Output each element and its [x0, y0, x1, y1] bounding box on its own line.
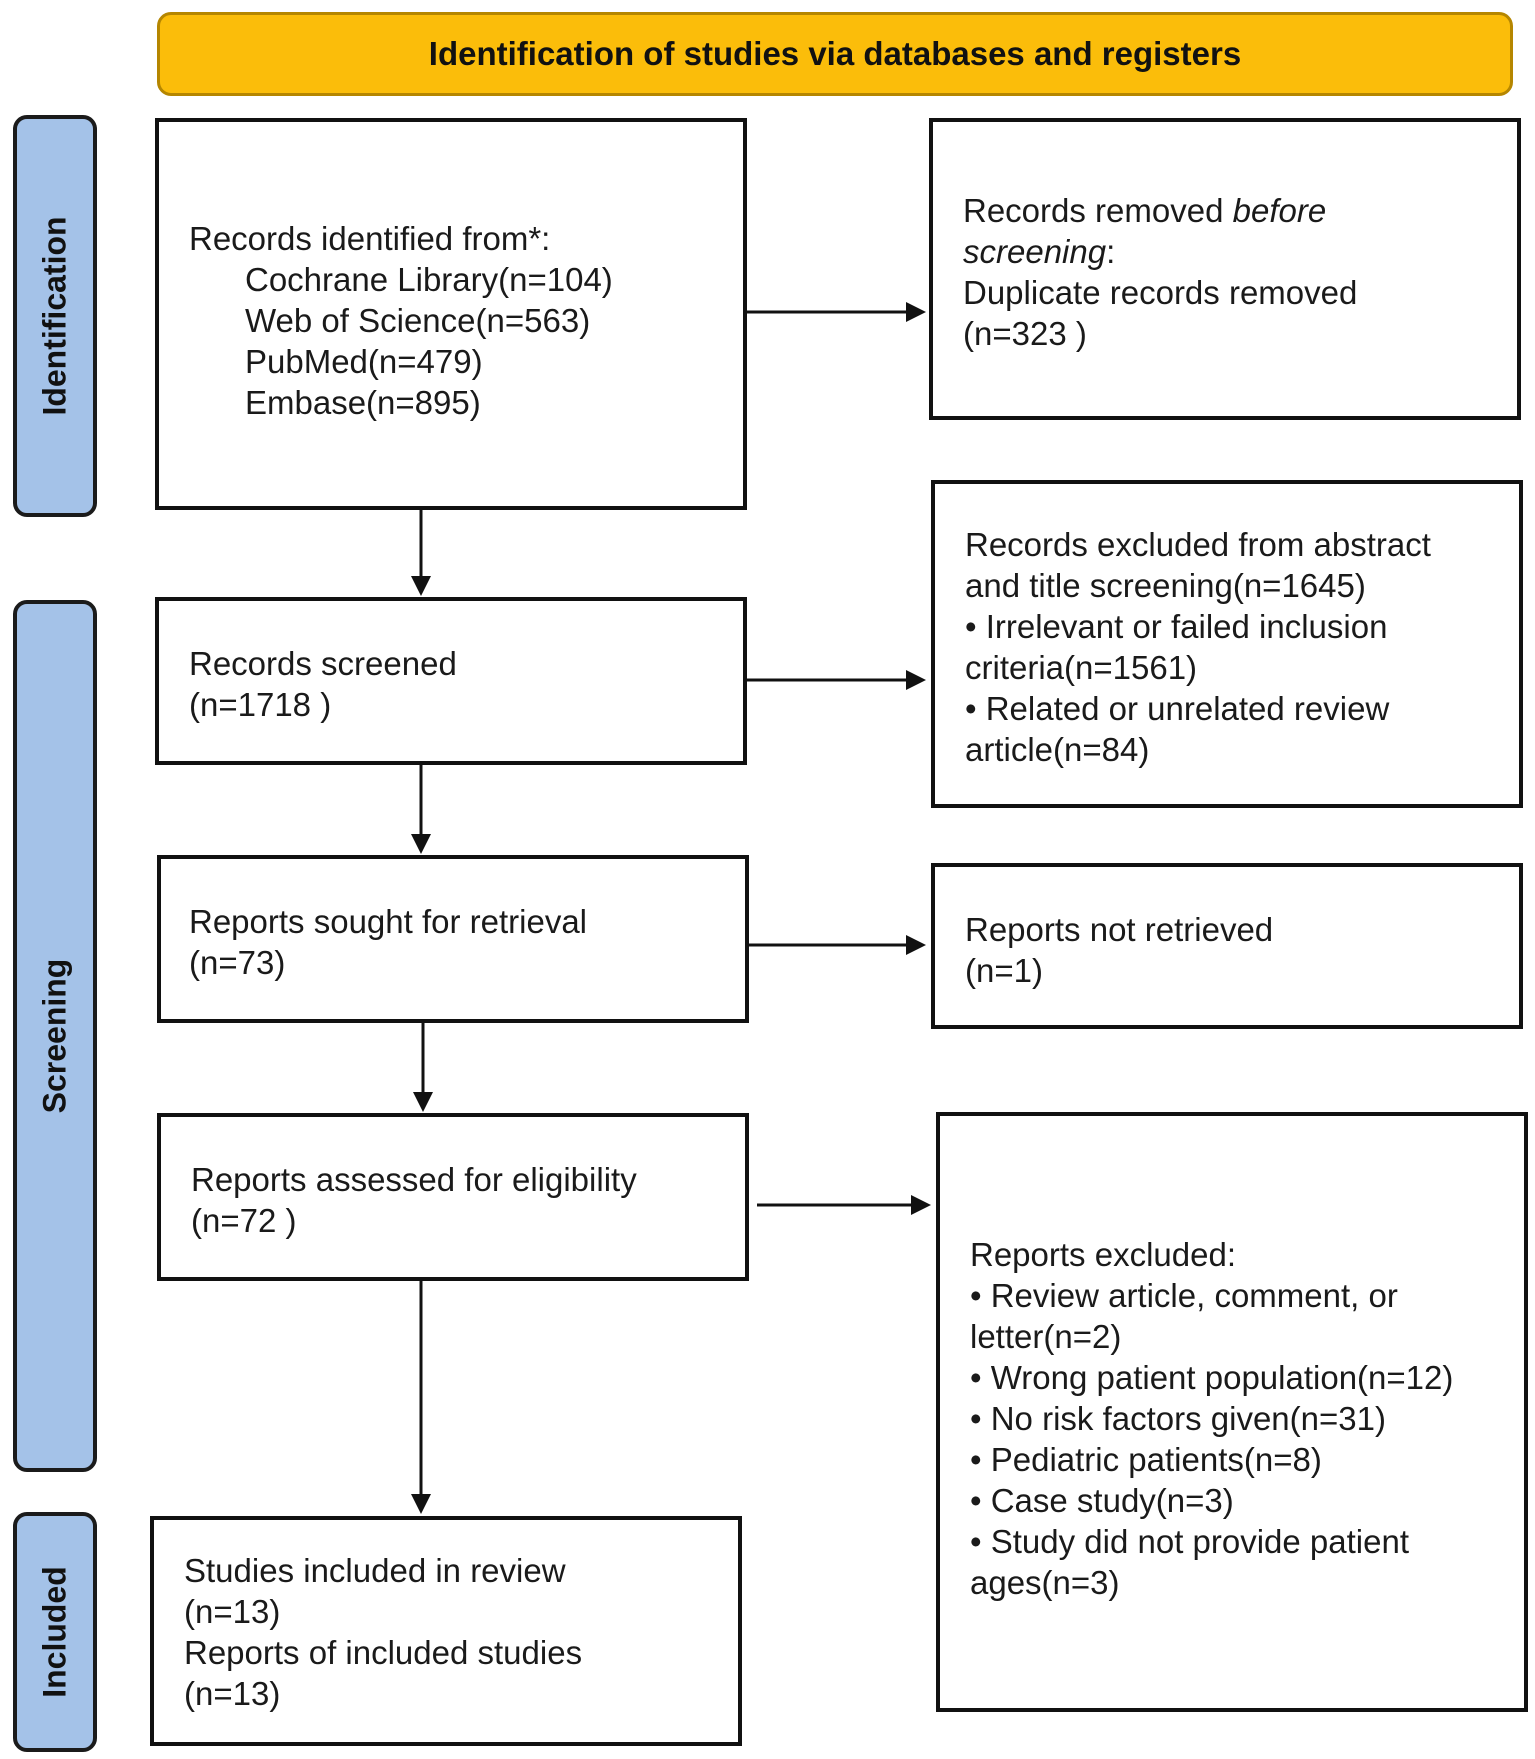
arrowhead-identified-to-removed [906, 302, 926, 322]
reports-excluded-line: letter(n=2) [970, 1318, 1122, 1355]
records-removed-screening: screening [963, 233, 1107, 270]
records-removed-prefix: Records removed [963, 192, 1233, 229]
reports-excluded-line: • Wrong patient population(n=12) [970, 1359, 1454, 1396]
records-screened-label: Records screened [189, 645, 457, 682]
reports-assessed-label: Reports assessed for eligibility [191, 1161, 637, 1198]
records-removed-heading-2: screening: [963, 231, 1517, 272]
records-removed-before: before [1232, 192, 1327, 229]
records-screened-box: Records screened (n=1718 ) [155, 597, 747, 765]
source-embase: Embase(n=895) [245, 384, 481, 421]
records-excluded-line: and title screening(n=1645) [965, 567, 1366, 604]
reports-not-retrieved-box: Reports not retrieved (n=1) [931, 863, 1523, 1029]
records-removed-box: Records removed before screening: Duplic… [929, 118, 1521, 420]
records-identified-heading: Records identified from*: [189, 220, 551, 257]
reports-excluded-line: Reports excluded: [970, 1236, 1236, 1273]
records-excluded-line: • Irrelevant or failed inclusion [965, 608, 1388, 645]
reports-assessed-count: (n=72 ) [191, 1202, 297, 1239]
reports-excluded-line: • Pediatric patients(n=8) [970, 1441, 1322, 1478]
phase-identification-label: Identification [36, 216, 73, 416]
records-excluded-box: Records excluded from abstract and title… [931, 480, 1523, 808]
records-excluded-line: criteria(n=1561) [965, 649, 1198, 686]
duplicate-records-label: Duplicate records removed [963, 274, 1358, 311]
reports-excluded-box: Reports excluded: • Review article, comm… [936, 1112, 1528, 1712]
source-pubmed: PubMed(n=479) [245, 343, 483, 380]
arrowhead-sought-to-not-retrieved [906, 935, 926, 955]
studies-included-box: Studies included in review (n=13) Report… [150, 1516, 742, 1746]
reports-sought-label: Reports sought for retrieval [189, 903, 588, 940]
reports-not-retrieved-label: Reports not retrieved [965, 911, 1274, 948]
arrowhead-screened-to-sought [411, 834, 431, 854]
studies-included-count: (n=13) [184, 1593, 281, 1630]
phase-identification: Identification [13, 115, 97, 517]
records-excluded-line: • Related or unrelated review [965, 690, 1390, 727]
phase-screening: Screening [13, 600, 97, 1472]
arrowhead-assessed-to-excluded [911, 1195, 931, 1215]
banner-title-text: Identification of studies via databases … [428, 35, 1242, 72]
reports-included-label: Reports of included studies [184, 1634, 583, 1671]
reports-excluded-line: • Study did not provide patient [970, 1523, 1410, 1560]
records-excluded-line: article(n=84) [965, 731, 1150, 768]
phase-included-label: Included [36, 1566, 73, 1698]
records-excluded-line: Records excluded from abstract [965, 526, 1431, 563]
reports-excluded-line: • Case study(n=3) [970, 1482, 1234, 1519]
reports-excluded-line: • No risk factors given(n=31) [970, 1400, 1386, 1437]
reports-assessed-box: Reports assessed for eligibility (n=72 ) [157, 1113, 749, 1281]
records-removed-heading: Records removed before [963, 190, 1517, 231]
arrowhead-screened-to-excluded [906, 670, 926, 690]
reports-included-count: (n=13) [184, 1675, 281, 1712]
records-screened-count: (n=1718 ) [189, 686, 332, 723]
arrowhead-sought-to-assessed [413, 1092, 433, 1112]
reports-sought-count: (n=73) [189, 944, 286, 981]
banner-title: Identification of studies via databases … [157, 12, 1513, 96]
records-removed-colon: : [1106, 233, 1116, 270]
duplicate-records-count: (n=323 ) [963, 315, 1087, 352]
phase-included: Included [13, 1512, 97, 1752]
records-identified-box: Records identified from*: Cochrane Libra… [155, 118, 747, 510]
arrowhead-identified-to-screened [411, 576, 431, 596]
reports-not-retrieved-count: (n=1) [965, 952, 1043, 989]
reports-excluded-line: • Review article, comment, or [970, 1277, 1398, 1314]
reports-excluded-line: ages(n=3) [970, 1564, 1120, 1601]
arrowhead-assessed-to-included [411, 1494, 431, 1514]
source-cochrane: Cochrane Library(n=104) [245, 261, 613, 298]
phase-screening-label: Screening [36, 958, 73, 1114]
reports-sought-box: Reports sought for retrieval (n=73) [157, 855, 749, 1023]
studies-included-label: Studies included in review [184, 1552, 566, 1589]
source-web-of-science: Web of Science(n=563) [245, 302, 591, 339]
